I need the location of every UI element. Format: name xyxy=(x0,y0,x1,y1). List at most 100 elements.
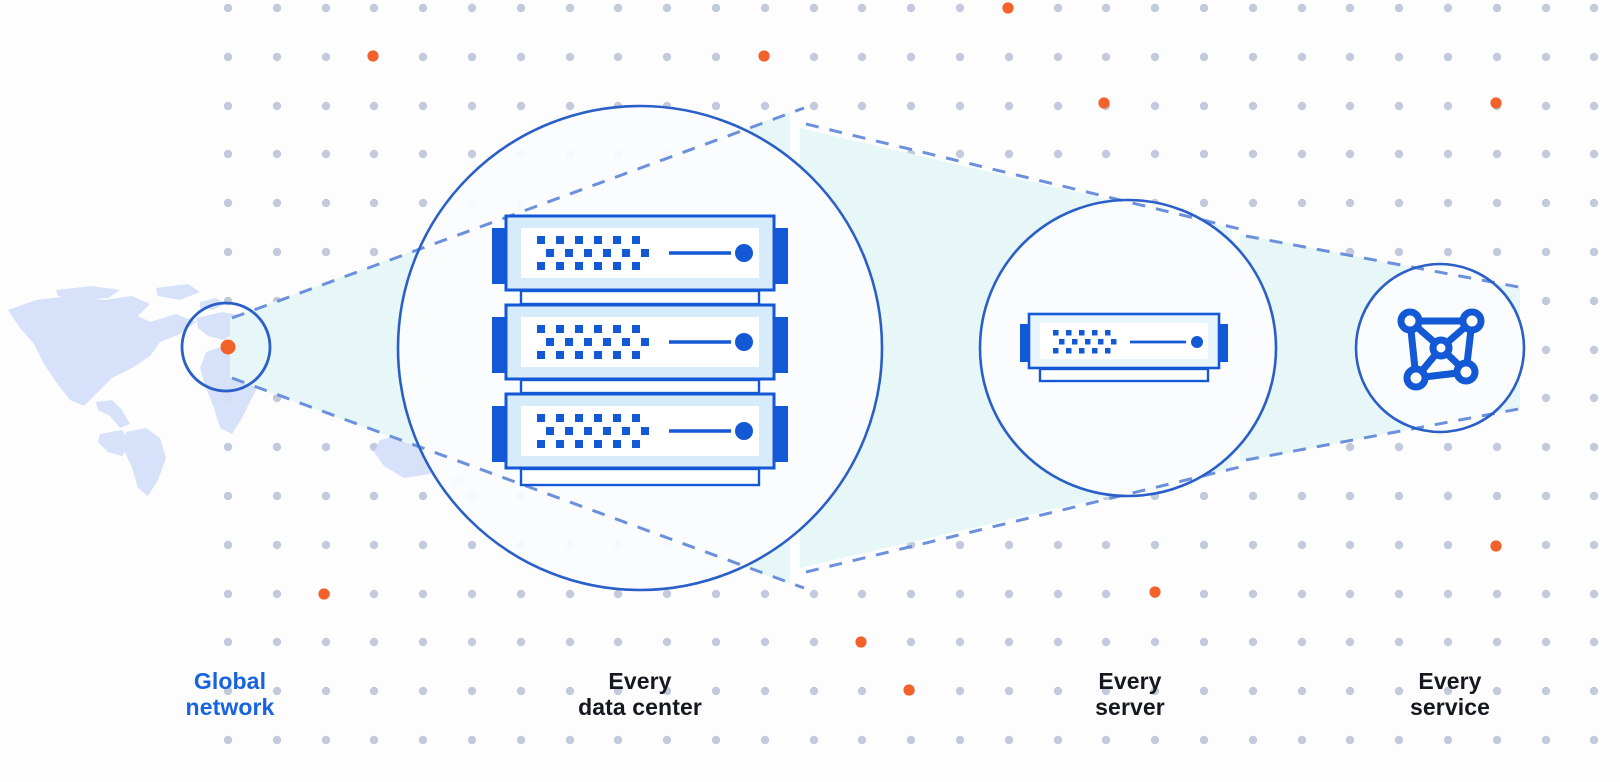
grid-dot xyxy=(516,637,526,647)
grid-dot xyxy=(223,198,233,208)
grid-dot xyxy=(613,52,623,62)
grid-dot xyxy=(565,589,575,599)
grid-dot xyxy=(1541,101,1551,111)
grid-dot xyxy=(1297,491,1307,501)
grid-dot xyxy=(223,686,233,696)
grid-dot xyxy=(1297,589,1307,599)
grid-dot xyxy=(1394,686,1404,696)
grid-dot xyxy=(1394,101,1404,111)
grid-dot xyxy=(418,491,428,501)
grid-dot xyxy=(1541,3,1551,13)
grid-dot xyxy=(1150,52,1160,62)
server-unit-icon xyxy=(1020,312,1228,383)
grid-dot xyxy=(272,247,282,257)
grid-dot xyxy=(711,686,721,696)
grid-dot xyxy=(223,52,233,62)
grid-dot xyxy=(1199,149,1209,159)
grid-dot xyxy=(272,52,282,62)
grid-dot xyxy=(418,637,428,647)
grid-dot xyxy=(1345,540,1355,550)
grid-dot xyxy=(1004,735,1014,745)
grid-dot xyxy=(1345,589,1355,599)
grid-dot xyxy=(467,101,477,111)
grid-dot xyxy=(1443,101,1453,111)
grid-dot xyxy=(857,589,867,599)
grid-dot xyxy=(1589,247,1599,257)
grid-dot xyxy=(1492,442,1502,452)
grid-dot xyxy=(1394,637,1404,647)
grid-dot xyxy=(1053,686,1063,696)
grid-dot xyxy=(857,686,867,696)
grid-dot xyxy=(955,149,965,159)
grid-dot xyxy=(321,686,331,696)
grid-dot xyxy=(1541,442,1551,452)
grid-dot xyxy=(1541,540,1551,550)
grid-dot xyxy=(467,637,477,647)
grid-dot xyxy=(1297,101,1307,111)
grid-dot xyxy=(906,101,916,111)
grid-dot xyxy=(613,589,623,599)
grid-dot xyxy=(1345,735,1355,745)
grid-dot xyxy=(955,735,965,745)
grid-dot xyxy=(809,3,819,13)
grid-dot xyxy=(516,735,526,745)
grid-dot xyxy=(272,3,282,13)
grid-dot xyxy=(1053,3,1063,13)
server-rack-icon xyxy=(492,214,788,487)
grid-dot xyxy=(369,637,379,647)
grid-dot xyxy=(1394,442,1404,452)
grid-dot xyxy=(272,540,282,550)
grid-dot xyxy=(272,149,282,159)
grid-dot xyxy=(1443,491,1453,501)
grid-dot xyxy=(760,101,770,111)
grid-dot xyxy=(1101,540,1111,550)
grid-dot-accent xyxy=(318,588,330,600)
grid-dot xyxy=(321,637,331,647)
led-grid xyxy=(537,414,649,448)
grid-dot xyxy=(662,637,672,647)
grid-dot xyxy=(1394,540,1404,550)
grid-dot xyxy=(711,3,721,13)
grid-dot xyxy=(1443,589,1453,599)
grid-dot xyxy=(418,735,428,745)
grid-dot xyxy=(1541,198,1551,208)
grid-dot xyxy=(1589,491,1599,501)
grid-dot xyxy=(418,198,428,208)
grid-dot xyxy=(272,686,282,696)
grid-dot xyxy=(467,52,477,62)
grid-dot xyxy=(369,735,379,745)
grid-dot-accent xyxy=(1002,2,1014,14)
grid-dot xyxy=(223,3,233,13)
grid-dot xyxy=(857,52,867,62)
grid-dot xyxy=(1541,149,1551,159)
grid-dot xyxy=(1297,540,1307,550)
grid-dot xyxy=(1589,686,1599,696)
grid-dot xyxy=(1345,637,1355,647)
grid-dot-accent xyxy=(758,50,770,62)
grid-dot xyxy=(1053,52,1063,62)
grid-dot xyxy=(1199,52,1209,62)
grid-dot xyxy=(1101,149,1111,159)
grid-dot xyxy=(272,101,282,111)
circle-server xyxy=(978,198,1278,498)
grid-dot xyxy=(955,101,965,111)
grid-dot xyxy=(1053,540,1063,550)
circle-data-center xyxy=(396,104,884,592)
grid-dot xyxy=(760,735,770,745)
grid-dot xyxy=(613,3,623,13)
grid-dot xyxy=(516,3,526,13)
grid-dot xyxy=(955,540,965,550)
grid-dot xyxy=(467,686,477,696)
grid-dot xyxy=(1004,149,1014,159)
grid-dot xyxy=(1101,3,1111,13)
grid-dot xyxy=(1541,393,1551,403)
grid-dot xyxy=(1297,686,1307,696)
network-node xyxy=(1429,336,1453,360)
network-node xyxy=(1453,359,1479,385)
grid-dot xyxy=(1492,3,1502,13)
grid-dot xyxy=(467,3,477,13)
grid-dot xyxy=(1492,686,1502,696)
grid-dot xyxy=(369,540,379,550)
grid-dot xyxy=(613,735,623,745)
